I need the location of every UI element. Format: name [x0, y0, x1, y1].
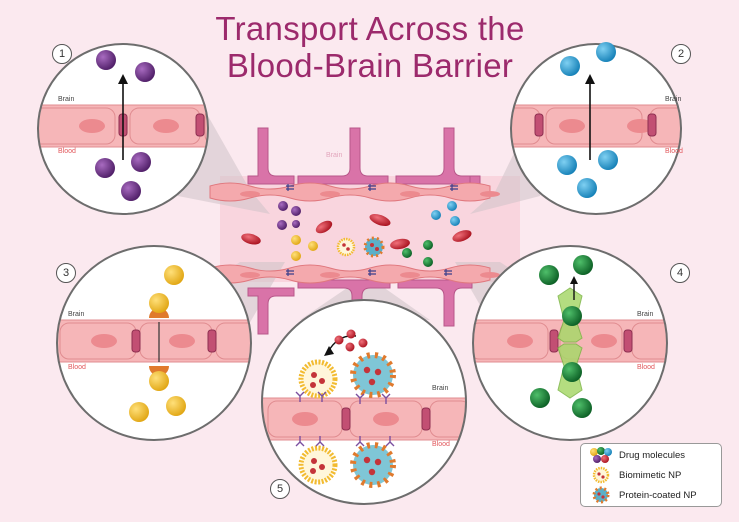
panel-5-blood-label: Blood	[432, 441, 450, 448]
panel-2-passive-diffusion	[510, 42, 682, 215]
legend: Drug molecules Biomimetic NP Protein-coa…	[580, 443, 722, 507]
red-blood-cells	[241, 213, 472, 250]
diagram-title: Transport Across the Blood-Brain Barrier	[215, 10, 525, 84]
panel-1-blood-label: Blood	[58, 148, 76, 155]
panel-3-number: 3	[56, 263, 76, 283]
panel-4-transporter-mediated-transport	[472, 245, 668, 441]
vessel-drugs	[277, 201, 460, 267]
vessel-brain-label: Brain	[326, 152, 343, 159]
panel-1-brain-label: Brain	[58, 96, 75, 103]
drug-molecules-icon	[590, 447, 612, 463]
panel-4-blood-label: Blood	[637, 364, 655, 371]
panel-4-number: 4	[670, 263, 690, 283]
legend-item-drug-molecules: Drug molecules	[581, 446, 721, 464]
legend-label-biomimetic-np: Biomimetic NP	[619, 470, 682, 481]
panel-1-adsorptive-transport	[37, 43, 209, 215]
astrocyte-feet-bottom	[247, 279, 473, 335]
panel-1-number: 1	[52, 44, 72, 64]
panel-2-number: 2	[671, 44, 691, 64]
legend-item-biomimetic-np: Biomimetic NP	[581, 466, 721, 484]
panel-3-carrier-mediated-transport	[56, 245, 252, 441]
legend-label-protein-coated-np: Protein-coated NP	[619, 490, 697, 501]
legend-label-drug-molecules: Drug molecules	[619, 450, 685, 461]
astrocyte-feet-top	[247, 127, 481, 185]
panel-4-brain-label: Brain	[637, 311, 654, 318]
panel-2-brain-label: Brain	[665, 96, 682, 103]
panel-3-blood-label: Blood	[68, 364, 86, 371]
panel-2-blood-label: Blood	[665, 148, 683, 155]
protein-coated-np-icon	[592, 486, 610, 504]
legend-item-protein-coated-np: Protein-coated NP	[581, 486, 721, 504]
panel-5-brain-label: Brain	[432, 385, 449, 392]
panel-3-brain-label: Brain	[68, 311, 85, 318]
panel-5-number: 5	[270, 479, 290, 499]
tight-junctions	[286, 184, 458, 276]
panel-5-nanoparticle-transcytosis	[261, 299, 467, 505]
biomimetic-np-icon	[592, 466, 610, 484]
endothelium-bottom	[209, 264, 500, 284]
endothelium-top	[209, 182, 500, 202]
